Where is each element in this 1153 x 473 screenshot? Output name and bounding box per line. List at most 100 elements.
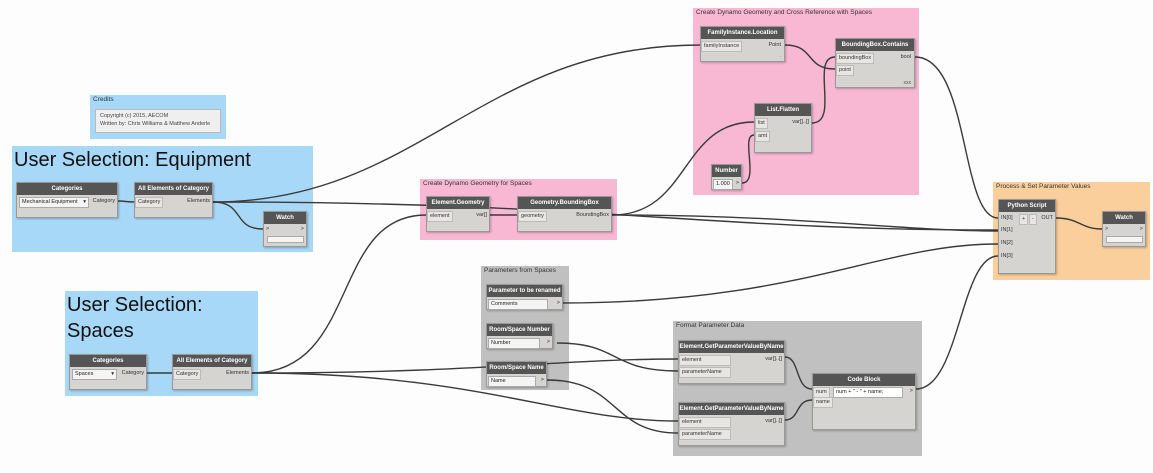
node-title: All Elements of Category (173, 355, 251, 367)
input-port[interactable]: > (266, 226, 270, 232)
output-port[interactable]: > (1139, 226, 1143, 232)
node-title: Python Script (999, 200, 1055, 212)
group-credits[interactable]: Credits Copyright (c) 2015, AECOM Writte… (90, 95, 226, 139)
node-title: FamilyInstance.Location (701, 27, 784, 39)
room-name-string-node[interactable]: Room/Space Name Name > (486, 361, 547, 387)
node-title: All Elements of Category (135, 183, 212, 195)
lacing-indicator: xxx (903, 80, 912, 86)
chevron-down-icon: ▾ (111, 371, 114, 377)
room-number-string-node[interactable]: Room/Space Number Number > (486, 323, 553, 349)
output-port[interactable]: Category (121, 370, 144, 376)
output-port[interactable]: OUT (1041, 215, 1053, 221)
all-elements-node-equipment[interactable]: All Elements of Category Category Elemen… (134, 182, 213, 218)
input-port[interactable]: boundingBox (836, 53, 875, 64)
watch-display (1106, 236, 1143, 243)
category-dropdown[interactable]: Mechanical Equipment ▾ (19, 197, 89, 208)
all-elements-node-spaces[interactable]: All Elements of Category Category Elemen… (172, 354, 252, 390)
code-editor[interactable]: num + " - " + name; (833, 387, 903, 398)
input-port[interactable]: parameterName (679, 429, 731, 440)
input-port[interactable]: familyInstance (701, 41, 743, 52)
input-port[interactable]: element (427, 211, 453, 222)
node-title: Watch (1103, 212, 1145, 224)
input-port[interactable]: geometry (518, 211, 547, 222)
number-node[interactable]: Number 1.000 > (711, 164, 742, 190)
input-port[interactable]: element (679, 417, 731, 428)
node-title: Code Block (813, 374, 915, 386)
node-title: Room/Space Number (487, 324, 552, 336)
input-port[interactable]: Category (135, 197, 164, 208)
wire (611, 214, 999, 232)
group-title: Create Dynamo Geometry and Cross Referen… (696, 9, 872, 16)
input-port[interactable]: > (1105, 226, 1109, 232)
input-port[interactable]: IN[0] (1001, 215, 1013, 221)
node-title: Element.Geometry (427, 197, 489, 209)
watch-node-python[interactable]: Watch > > (1102, 211, 1146, 247)
input-port[interactable]: IN[2] (1001, 240, 1013, 246)
geometry-boundingbox-node[interactable]: Geometry.BoundingBox geometry BoundingBo… (517, 196, 612, 232)
output-port[interactable]: > (556, 300, 560, 306)
group-title: Credits (93, 96, 114, 103)
add-input-button[interactable]: + (1019, 214, 1029, 225)
input-port[interactable]: IN[3] (1001, 253, 1013, 259)
categories-node-spaces[interactable]: Categories Spaces ▾ Category (69, 354, 147, 390)
input-port[interactable]: name (813, 397, 833, 408)
output-port[interactable]: var[] (476, 212, 487, 218)
list-flatten-node[interactable]: List.Flatten list amt var[]..[] (754, 103, 812, 153)
node-title: Geometry.BoundingBox (518, 197, 611, 209)
get-parameter-node-2[interactable]: Element.GetParameterValueByName element … (678, 402, 785, 446)
remove-input-button[interactable]: - (1029, 214, 1037, 225)
parameter-rename-string-node[interactable]: Parameter to be renamed Comments > (486, 284, 563, 310)
number-input[interactable]: 1.000 (713, 179, 733, 190)
categories-node-equipment[interactable]: Categories Mechanical Equipment ▾ Catego… (16, 182, 118, 218)
input-port[interactable]: parameterName (679, 367, 731, 378)
output-port[interactable]: var[]..[] (765, 356, 782, 362)
dropdown-value: Spaces (75, 371, 94, 377)
output-port[interactable]: > (546, 339, 550, 345)
node-title: BoundingBox.Contains (836, 39, 914, 51)
output-port[interactable]: var[]..[] (792, 119, 809, 125)
input-port[interactable]: amt (755, 131, 771, 142)
wire (556, 342, 679, 372)
output-port[interactable]: > (540, 377, 544, 383)
node-title: Element.GetParameterValueByName (679, 403, 784, 415)
output-port[interactable]: var[]..[] (765, 418, 782, 424)
node-title: Element.GetParameterValueByName (679, 341, 784, 353)
boundingbox-contains-node[interactable]: BoundingBox.Contains boundingBox point b… (835, 38, 915, 88)
credits-note: Copyright (c) 2015, AECOM Written by: Ch… (95, 109, 221, 133)
watch-display (267, 236, 304, 243)
watch-node-equipment[interactable]: Watch > > (263, 211, 307, 247)
output-port[interactable]: Point (768, 42, 781, 48)
output-port[interactable]: bool (900, 54, 911, 60)
string-input[interactable]: Name (488, 376, 536, 387)
input-port[interactable]: IN[1] (1001, 227, 1013, 233)
category-dropdown[interactable]: Spaces ▾ (72, 369, 117, 380)
python-script-node[interactable]: Python Script IN[0] + - OUT IN[1] IN[2] … (998, 199, 1056, 274)
input-port[interactable]: list (755, 118, 768, 129)
output-port[interactable]: Category (92, 198, 115, 204)
node-title: Categories (70, 355, 146, 367)
output-port[interactable]: > (735, 180, 739, 186)
string-input[interactable]: Comments (488, 299, 548, 310)
input-port[interactable]: element (679, 355, 731, 366)
node-title: List.Flatten (755, 104, 811, 116)
group-title: User Selection: Spaces (67, 292, 203, 344)
group-title: Create Dynamo Geometry for Spaces (423, 180, 532, 187)
element-geometry-node[interactable]: Element.Geometry element var[] (426, 196, 490, 232)
code-block-node[interactable]: Code Block num name num + " - " + name; … (812, 373, 916, 430)
family-instance-location-node[interactable]: FamilyInstance.Location familyInstance P… (700, 26, 785, 62)
input-port[interactable]: Category (173, 369, 202, 380)
dropdown-value: Mechanical Equipment (22, 199, 78, 205)
output-port[interactable]: Elements (226, 370, 249, 376)
wire (561, 243, 999, 304)
node-title: Parameter to be renamed (487, 285, 562, 297)
group-title: Parameters from Spaces (484, 267, 556, 274)
output-port[interactable]: > (300, 226, 304, 232)
output-port[interactable]: > (909, 388, 913, 394)
get-parameter-node-1[interactable]: Element.GetParameterValueByName element … (678, 340, 785, 384)
string-input[interactable]: Number (488, 338, 540, 349)
input-port[interactable]: point (836, 65, 854, 76)
chevron-down-icon: ▾ (83, 199, 86, 205)
output-port[interactable]: BoundingBox (576, 212, 609, 218)
output-port[interactable]: Elements (187, 198, 210, 204)
